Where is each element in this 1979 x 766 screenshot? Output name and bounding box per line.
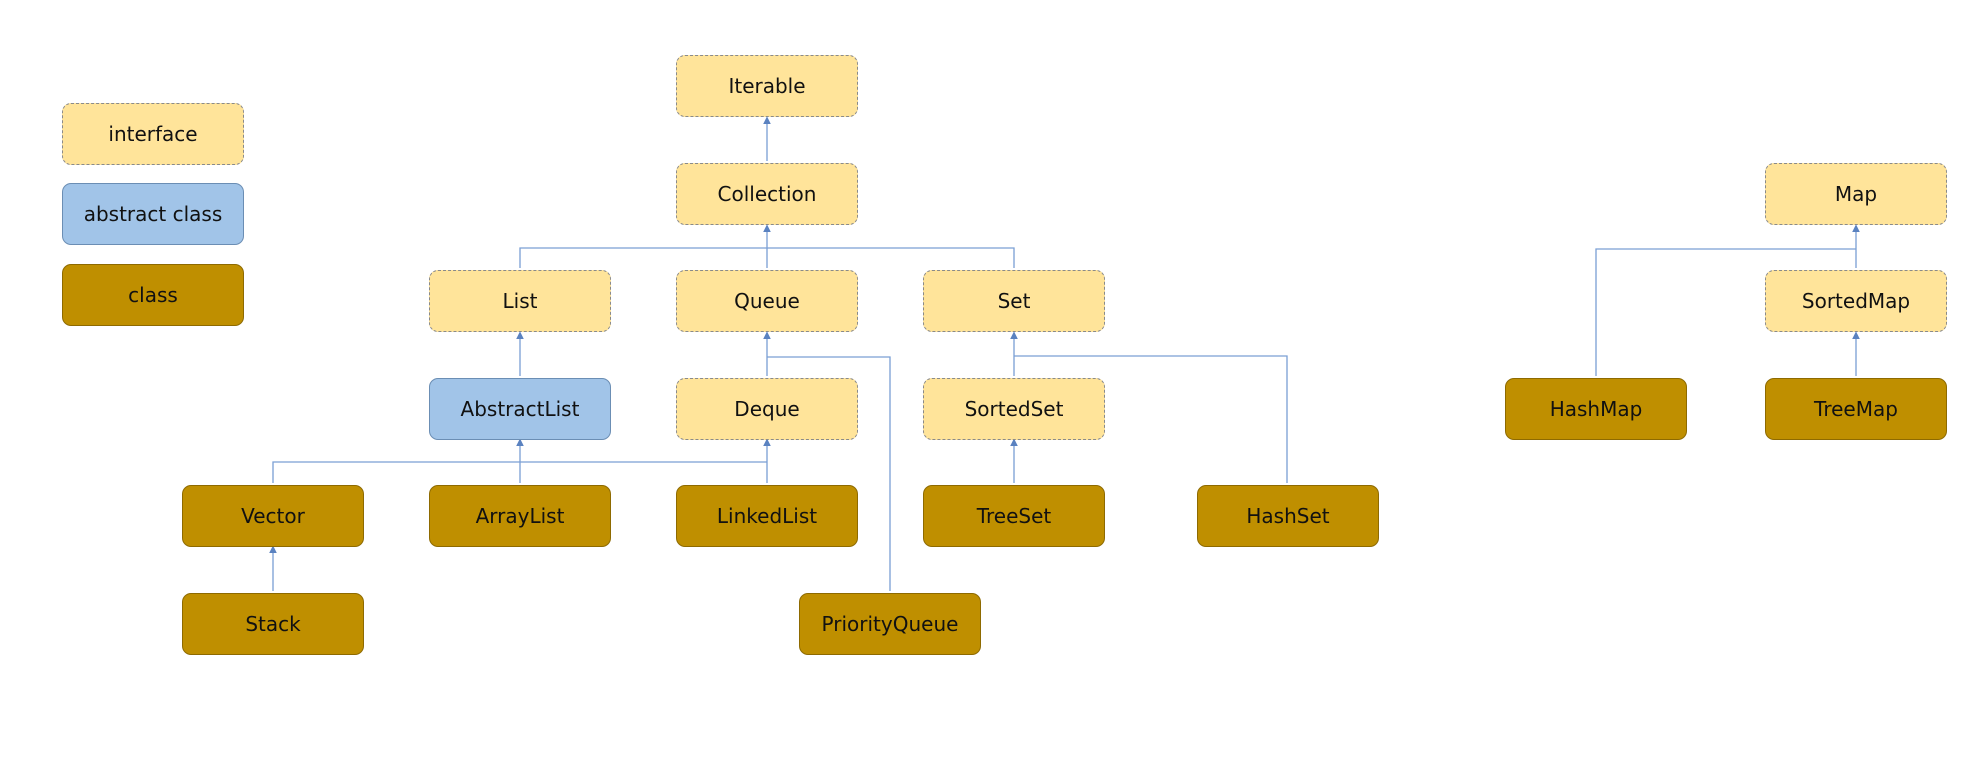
legend-abstract-class: abstract class [62, 183, 244, 245]
edge-priorityqueue-queue [767, 356, 891, 591]
node-sortedset: SortedSet [923, 378, 1105, 440]
edge-hashmap-map [1595, 248, 1856, 376]
edge-hashset-set [1014, 355, 1288, 483]
node-deque: Deque [676, 378, 858, 440]
edge-set-collection [767, 247, 1015, 268]
node-abstractlist: AbstractList [429, 378, 611, 440]
edge-list-collection [519, 224, 771, 268]
node-arraylist: ArrayList [429, 485, 611, 547]
node-collection: Collection [676, 163, 858, 225]
edge-vector-abstractlist [272, 461, 767, 483]
node-vector: Vector [182, 485, 364, 547]
node-hashmap: HashMap [1505, 378, 1687, 440]
legend-class: class [62, 264, 244, 326]
node-sortedmap: SortedMap [1765, 270, 1947, 332]
node-stack: Stack [182, 593, 364, 655]
node-list: List [429, 270, 611, 332]
node-priorityqueue: PriorityQueue [799, 593, 981, 655]
node-set: Set [923, 270, 1105, 332]
node-treemap: TreeMap [1765, 378, 1947, 440]
node-map: Map [1765, 163, 1947, 225]
node-treeset: TreeSet [923, 485, 1105, 547]
node-hashset: HashSet [1197, 485, 1379, 547]
node-queue: Queue [676, 270, 858, 332]
legend-interface: interface [62, 103, 244, 165]
node-iterable: Iterable [676, 55, 858, 117]
node-linkedlist: LinkedList [676, 485, 858, 547]
